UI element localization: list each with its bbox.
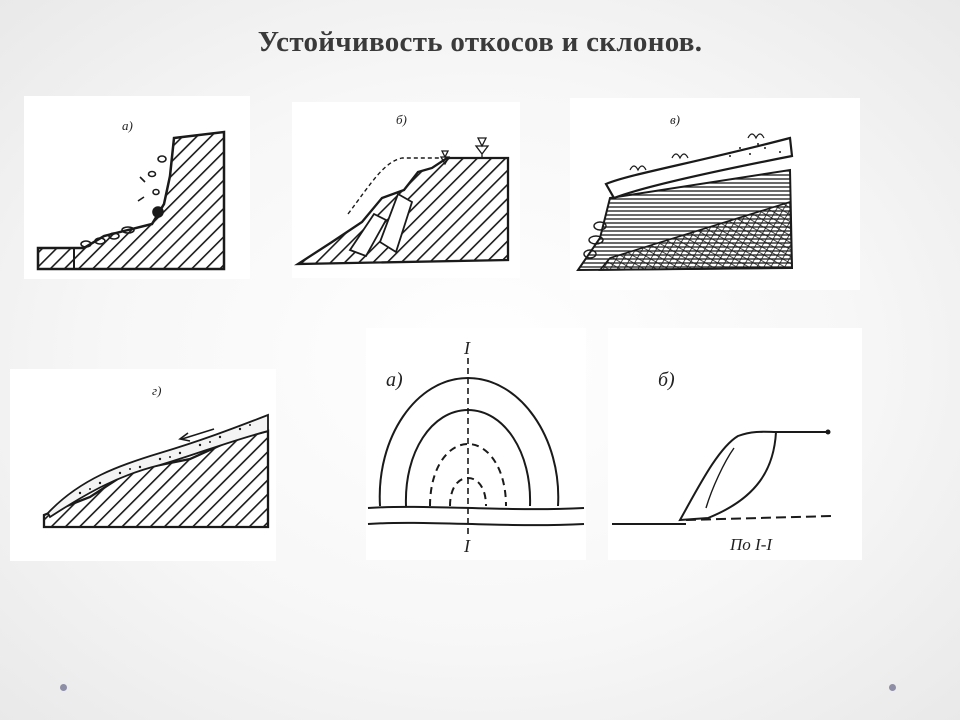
debris-boulders (583, 221, 607, 259)
figure-g-drawing: г) (42, 383, 270, 529)
figure-plan-view: а) I I (366, 328, 586, 560)
figure-v-label: в) (670, 112, 680, 127)
figure-v-layered-slide: в) (570, 98, 860, 290)
section-view-label: б) (658, 369, 675, 391)
cliff-rock-mass (36, 130, 226, 271)
plan-view-drawing: а) I I (367, 338, 585, 556)
flow-direction-arrow (178, 428, 215, 442)
figure-v-drawing: в) (576, 112, 794, 272)
river-bank-lower (367, 521, 585, 527)
slide-title: Устойчивость откосов и склонов. (257, 26, 703, 58)
outer-contour (378, 376, 560, 507)
slope-bedrock (42, 429, 270, 529)
sliding-mass-outline (678, 430, 778, 522)
nav-dot-left (60, 684, 67, 691)
figure-b-label: б) (396, 112, 407, 127)
figure-g-earthflow: г) (10, 369, 276, 561)
section-view-drawing: б) По I-I (612, 369, 833, 554)
middle-contour (404, 408, 532, 507)
figure-g-label: г) (152, 383, 161, 398)
tree-icon (439, 137, 490, 166)
figure-a-drawing: а) (36, 118, 226, 271)
river-bank-upper (367, 505, 585, 511)
core-contour (449, 476, 487, 507)
inner-contour (429, 442, 507, 507)
axis-bottom-label: I (463, 536, 471, 556)
figure-section-view: б) По I-I (608, 328, 862, 560)
shrub-icon (629, 133, 765, 172)
nav-dot-right (889, 684, 896, 691)
axis-top-label: I (463, 338, 471, 358)
section-caption: По I-I (729, 535, 773, 554)
ground-surface-dashed (685, 515, 833, 521)
original-slope-outline (347, 157, 442, 215)
figure-a-label: а) (122, 118, 133, 133)
hard-bedrock-layer (598, 200, 793, 271)
figure-b-drawing: б) (293, 112, 510, 266)
sliding-block (604, 136, 794, 200)
plan-view-label: а) (386, 369, 403, 391)
figure-a-rockfall: а) (24, 96, 250, 279)
flowing-surface-layer (46, 413, 269, 519)
falling-boulders (80, 155, 167, 248)
figure-b-collapse: б) (292, 102, 520, 278)
